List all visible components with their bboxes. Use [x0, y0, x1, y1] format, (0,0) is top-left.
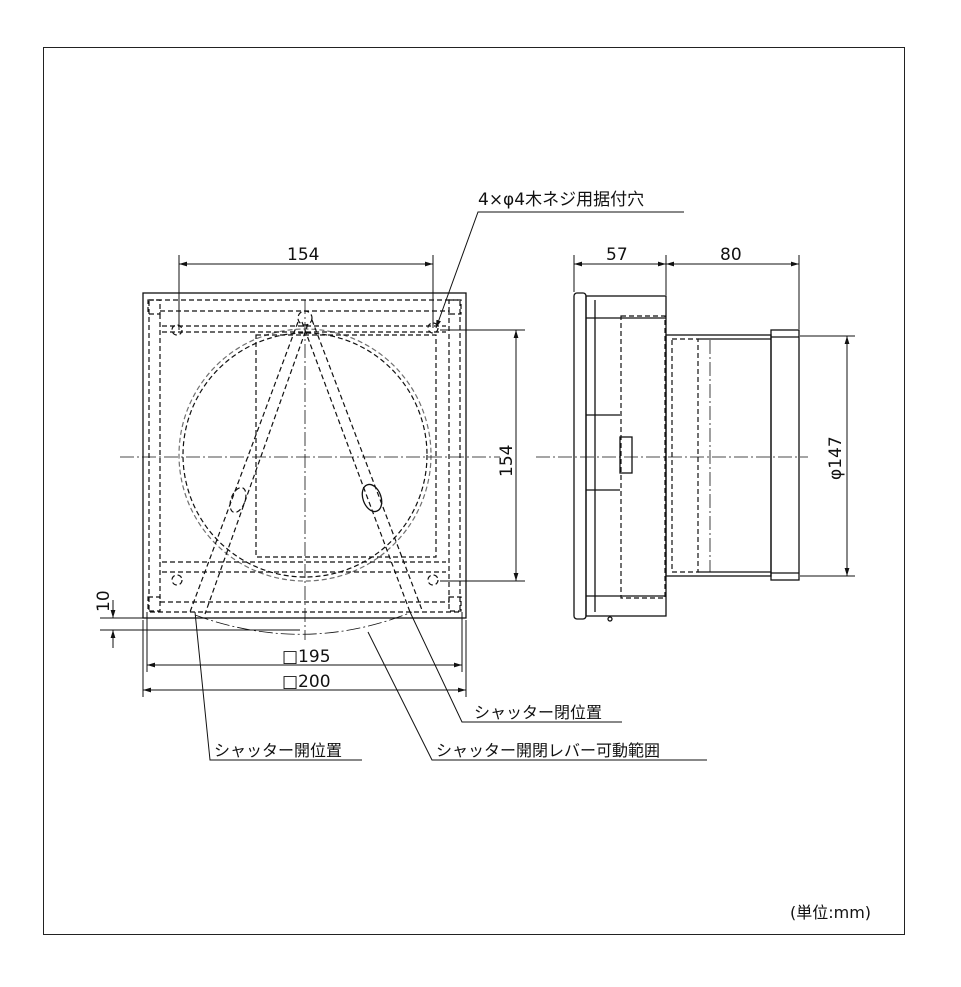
front-inner-rect	[255, 334, 437, 558]
shutter-closed-label: シャッター閉位置	[474, 703, 602, 722]
screw-hole-icon	[171, 322, 439, 586]
dim-diameter: φ147	[826, 436, 846, 480]
front-inner-frame-2	[159, 310, 450, 603]
shutter-lever-range-label: シャッター開閉レバー可動範囲	[436, 741, 660, 760]
front-view	[120, 292, 500, 640]
dim-offset: 10	[94, 590, 114, 612]
drawing-frame	[43, 47, 905, 935]
dim-outer-square: □200	[282, 672, 331, 692]
unit-label: (単位:mm)	[790, 903, 871, 922]
dim-depth-a: 57	[606, 245, 628, 265]
dim-inner-square: □195	[282, 647, 331, 667]
duct-circle	[182, 332, 428, 578]
front-outer-square	[142, 292, 467, 619]
dim-top-width: 154	[287, 245, 319, 265]
screw-holes-label: 4×φ4木ネジ用据付穴	[478, 190, 644, 210]
front-inner-frame	[148, 299, 461, 613]
shutter-open-label: シャッター開位置	[214, 741, 342, 760]
dim-vertical: 154	[497, 445, 517, 477]
dimensions	[100, 211, 855, 761]
dim-depth-b: 80	[720, 245, 742, 265]
side-view	[536, 292, 808, 622]
